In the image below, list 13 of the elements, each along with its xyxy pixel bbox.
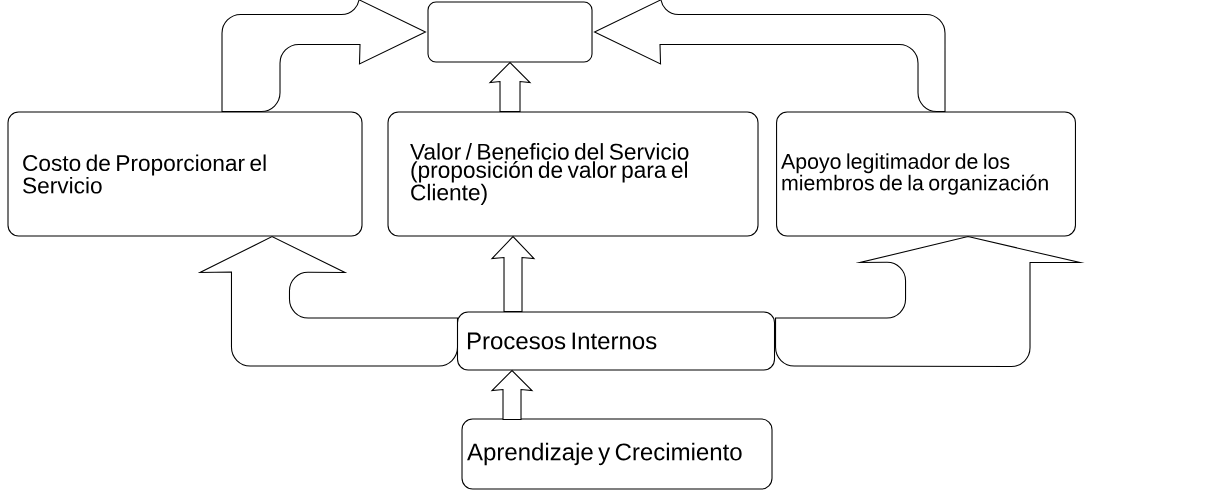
block-arrow (775, 236, 1081, 368)
block-arrow (490, 369, 534, 420)
block-arrow (199, 236, 458, 367)
block-arrow (490, 235, 536, 312)
block-arrow (488, 61, 532, 112)
empty-box (427, 1, 593, 63)
block-arrow (221, 0, 426, 112)
process-box: Apoyo legitimador de los miembros de la organización (776, 111, 1076, 237)
process-box: Valor / Beneficio del Servicio (proposición de valor para el Cliente) (387, 111, 759, 237)
block-arrow (594, 0, 946, 112)
process-box: Aprendizaje y Crecimiento (461, 418, 773, 490)
process-box: Costo de Proporcionar el Servicio (7, 111, 363, 237)
process-box: Procesos Internos (456, 311, 776, 371)
